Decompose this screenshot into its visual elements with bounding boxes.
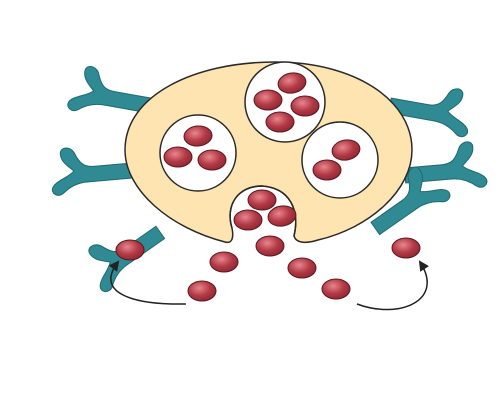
receptor xyxy=(388,88,469,138)
particle xyxy=(247,189,277,211)
curved-arrow xyxy=(356,260,429,311)
particle xyxy=(233,209,263,231)
curved-arrow xyxy=(108,260,187,305)
particle xyxy=(277,72,307,94)
particle xyxy=(287,257,317,279)
particle xyxy=(197,149,227,171)
internal-vesicle xyxy=(159,114,237,192)
receptor xyxy=(67,66,152,114)
particle xyxy=(267,205,297,227)
particle xyxy=(331,139,361,161)
particle xyxy=(255,235,285,257)
particle xyxy=(253,89,283,111)
particle xyxy=(312,159,342,181)
particle xyxy=(187,280,217,302)
particle xyxy=(391,237,421,259)
particle xyxy=(163,146,193,168)
particle xyxy=(290,95,320,117)
receptor xyxy=(403,141,488,188)
particle xyxy=(183,125,213,147)
receptor xyxy=(370,166,451,236)
receptor xyxy=(51,147,134,196)
particle xyxy=(265,111,295,133)
particle xyxy=(115,239,145,261)
particles xyxy=(115,72,421,302)
particle xyxy=(321,278,351,300)
particle xyxy=(209,251,239,273)
